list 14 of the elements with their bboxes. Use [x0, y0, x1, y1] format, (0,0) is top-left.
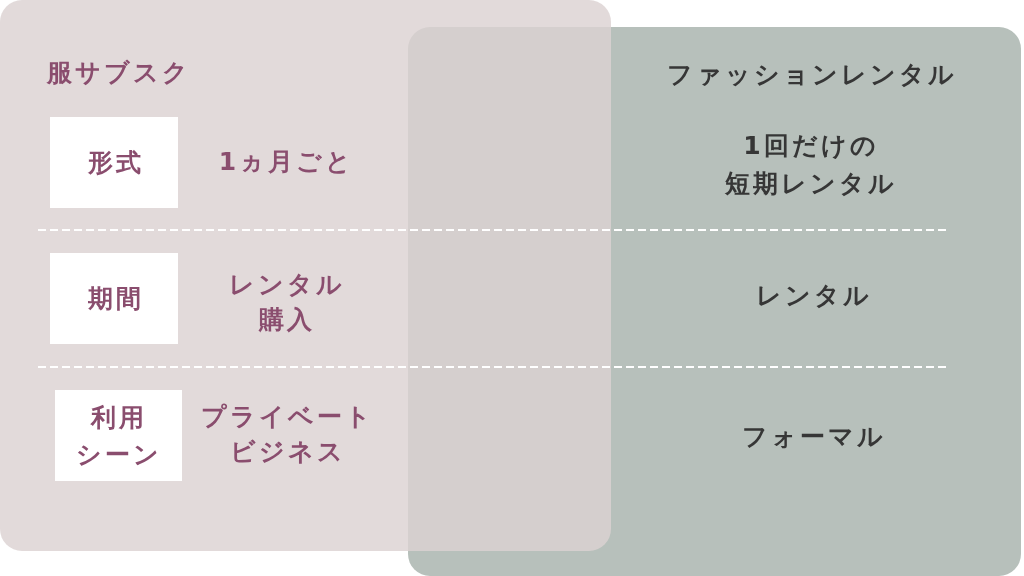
cell-text: フォーマル — [740, 421, 886, 453]
cell-text: ビジネス — [228, 436, 346, 468]
row-label-box: 期間 — [50, 253, 178, 344]
cell-text: レンタル — [227, 269, 345, 301]
cell-text: 購入 — [257, 304, 315, 336]
row-label-box: 形式 — [50, 117, 178, 208]
cell-text: レンタル — [754, 280, 872, 312]
panel-heading: 服サブスク — [47, 57, 191, 89]
cell-text: 1ヵ月ごと — [217, 146, 355, 178]
comparison-panel — [0, 0, 611, 551]
cell-text: プライベート — [200, 401, 374, 433]
panel-heading: ファッションレンタル — [667, 59, 957, 91]
row-label-box: 利用シーン — [55, 390, 182, 481]
cell-text: 1回だけの短期レンタル — [724, 130, 898, 200]
